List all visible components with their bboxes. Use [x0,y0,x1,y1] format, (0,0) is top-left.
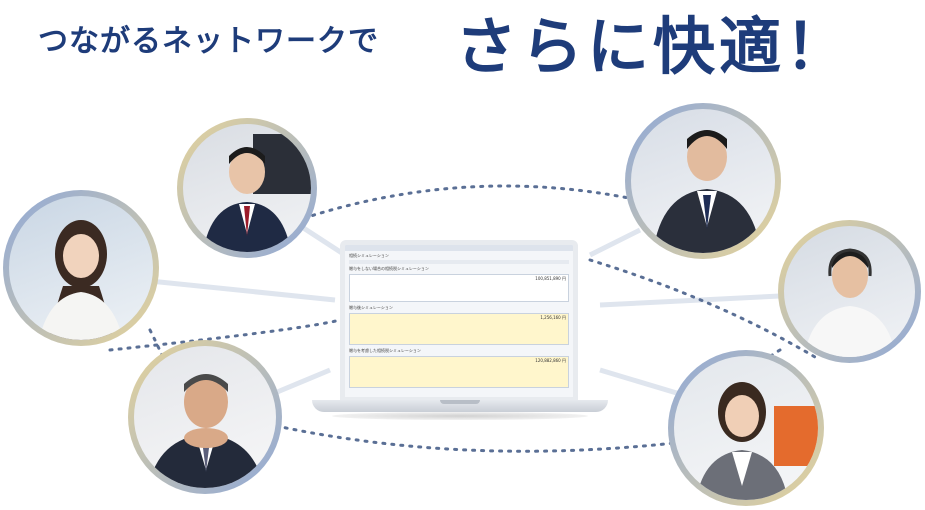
total-value-2: 1,256,160 円 [540,315,566,320]
window-titlebar [345,245,573,251]
person-illustration-icon [203,134,311,252]
laptop-shadow [332,412,588,420]
headline: つながるネットワークで さらに快適！ [0,0,925,83]
person-man-suit-top-right [625,103,781,259]
person-man-headset [778,220,921,363]
person-illustration-icon [39,220,123,340]
person-illustration-icon [804,248,896,357]
person-older-man-suit [128,340,282,494]
person-man-glasses-desk [177,118,317,258]
section-title-2: 贈与後シミュレーション [349,305,393,310]
person-illustration-icon [653,130,761,253]
person-woman-smiling-left [3,190,159,346]
person-illustration-icon [148,374,264,488]
headline-small: つながるネットワークで [38,24,379,59]
table-block-1: 100,851,890 円 [349,274,569,302]
section-title-1: 贈与をしない場合の相続税シミュレーション [349,266,429,271]
total-value-1: 100,851,890 円 [535,276,566,281]
person-illustration-icon [696,382,818,500]
table-block-3: 120,882,860 円 [349,356,569,388]
section-title-3: 贈与を考慮した相続税シミュレーション [349,348,421,353]
laptop-screen: 相続シミュレーション 贈与をしない場合の相続税シミュレーション 100,851,… [340,240,578,402]
headline-big: さらに快適！ [455,10,852,83]
window-title: 相続シミュレーション [349,253,389,258]
person-woman-suit-right [668,350,824,506]
toolbar-row [349,260,569,264]
laptop: 相続シミュレーション 贈与をしない場合の相続税シミュレーション 100,851,… [312,240,608,420]
laptop-base [312,400,608,412]
table-block-2: 1,256,160 円 [349,313,569,345]
total-value-3: 120,882,860 円 [535,358,566,363]
